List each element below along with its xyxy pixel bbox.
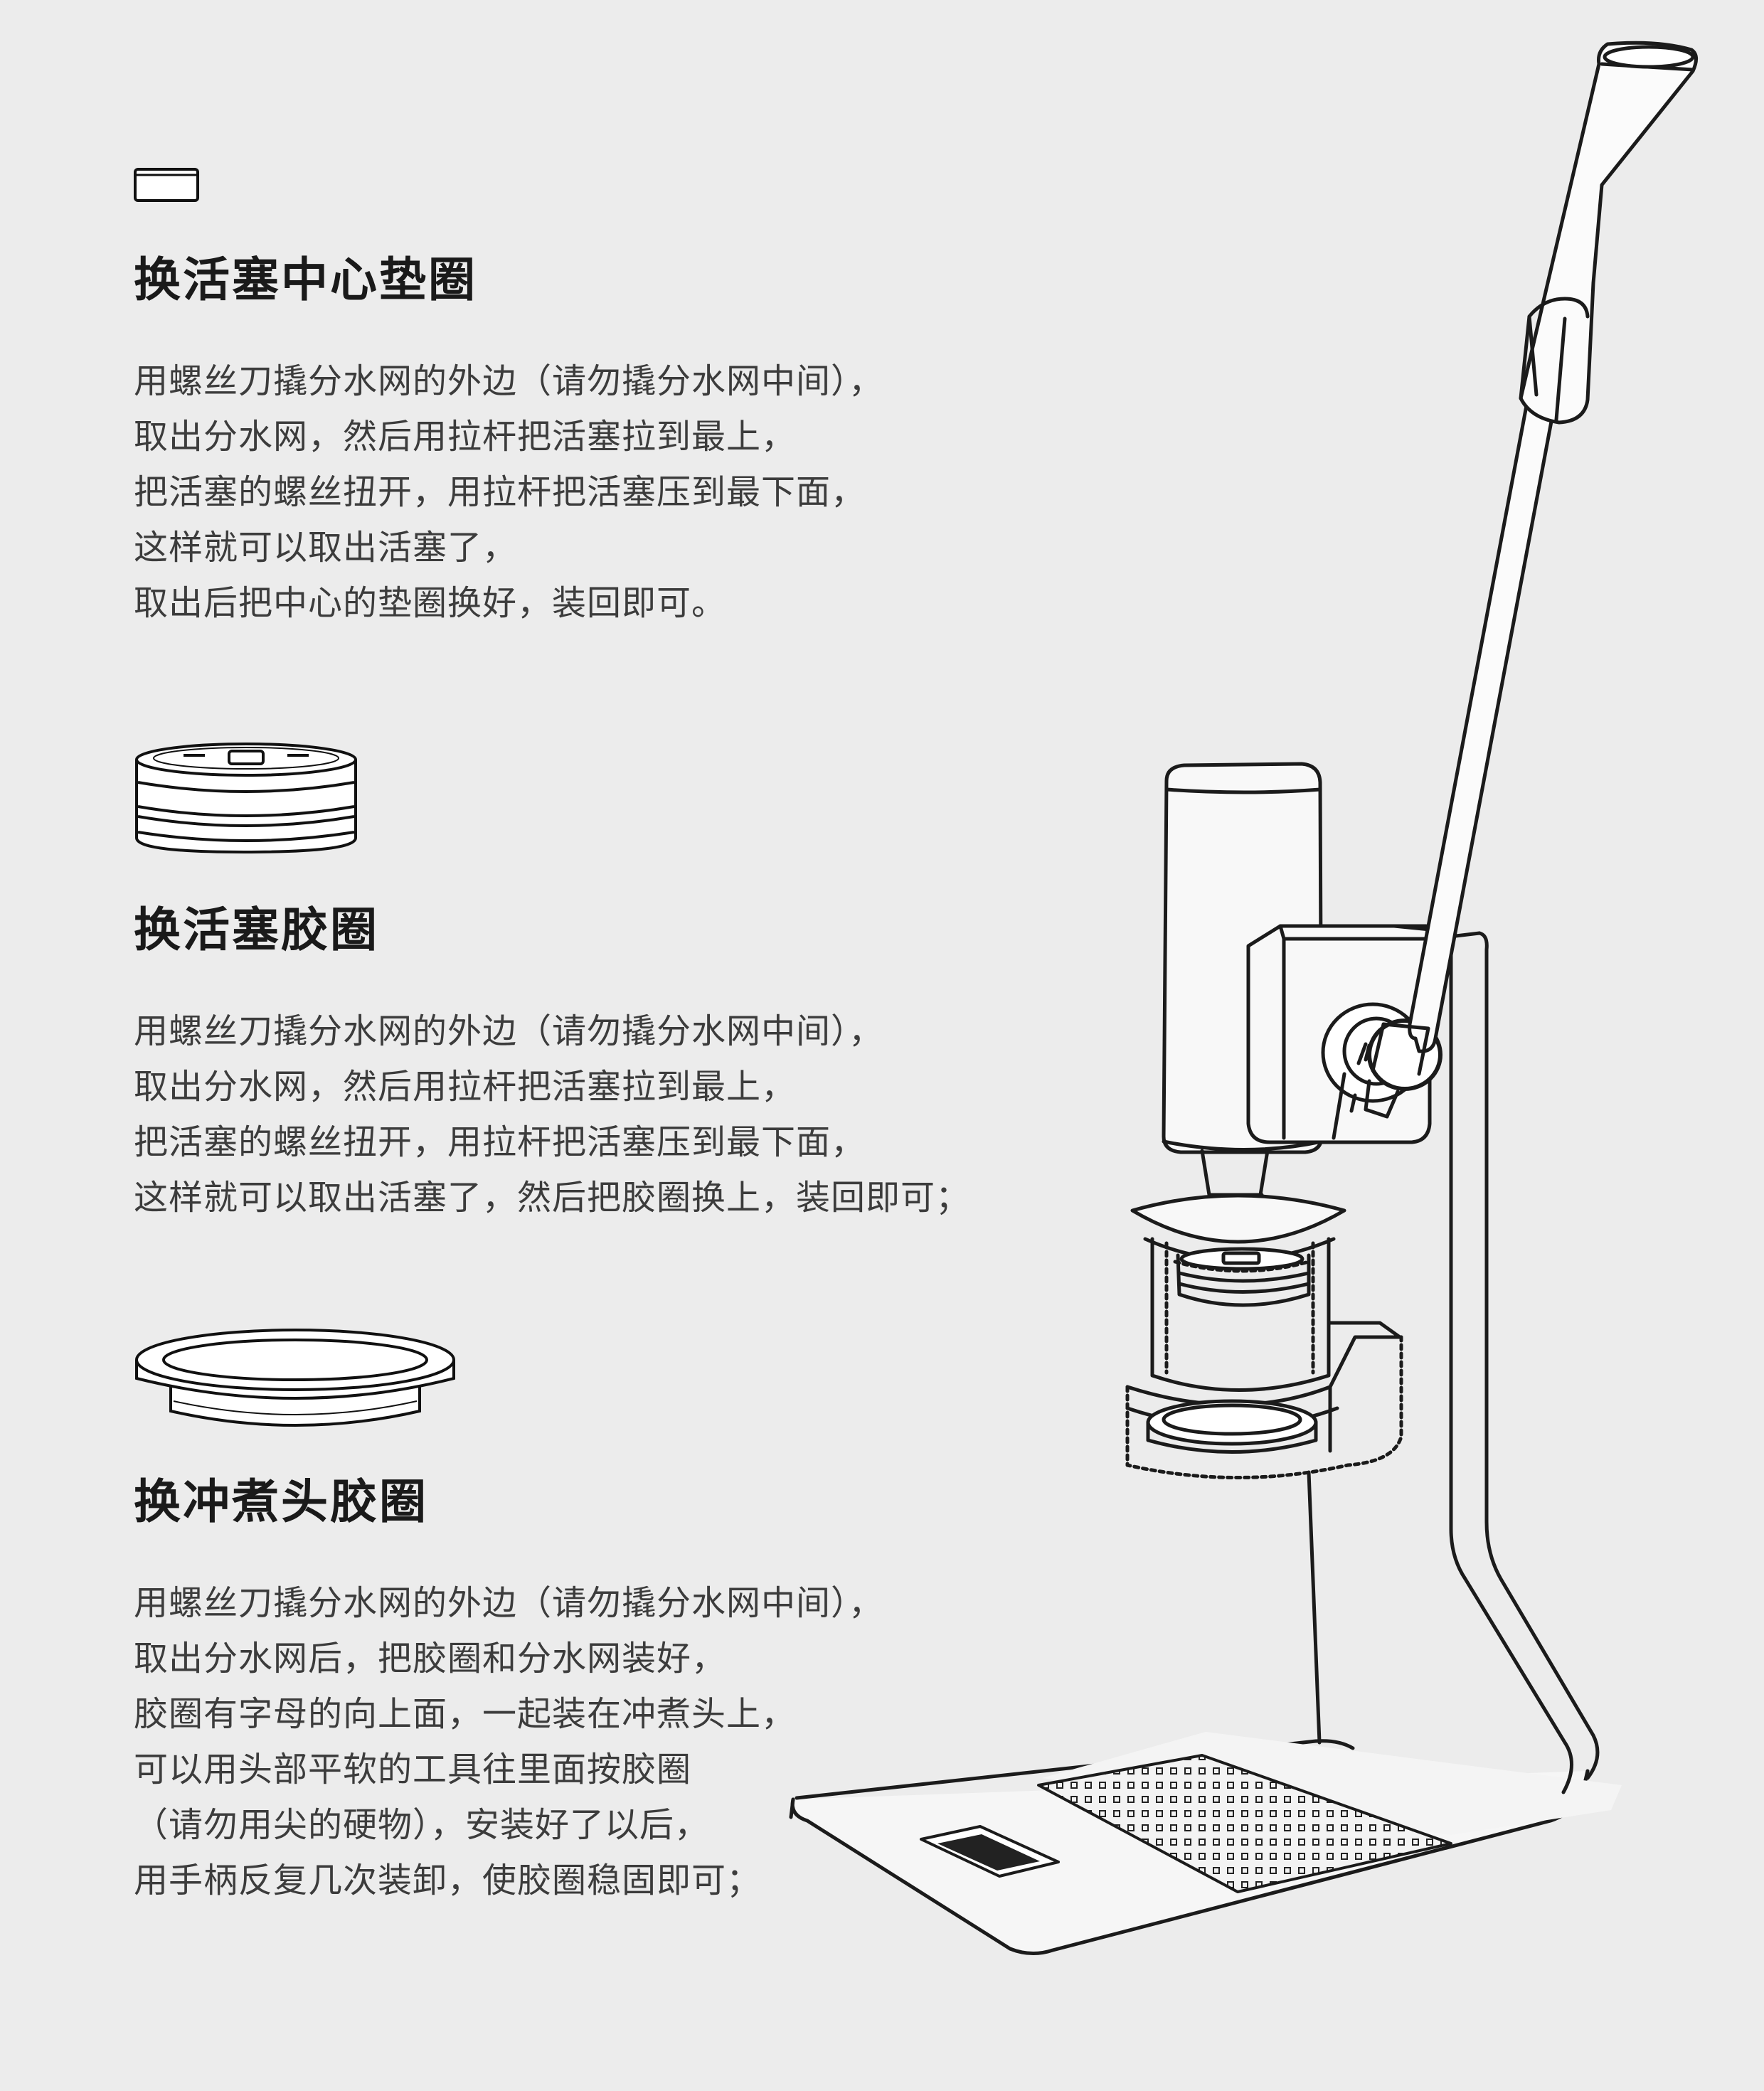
body-line: 取出后把中心的垫圈换好，装回即可。 [134,583,727,624]
brand-plate [920,1825,1060,1878]
section-body: 用螺丝刀撬分水网的外边（请勿撬分水网中间）， 取出分水网，然后用拉杆把活塞拉到最… [134,353,883,631]
body-line: 用螺丝刀撬分水网的外边（请勿撬分水网中间）， [134,361,884,402]
section-center-gasket: 换活塞中心垫圈 用螺丝刀撬分水网的外边（请勿撬分水网中间）， 取出分水网，然后用… [134,165,883,631]
section-title: 换活塞中心垫圈 [134,252,477,307]
body-line: 这样就可以取出活塞了， [134,528,518,568]
body-line: 把活塞的螺丝扭开，用拉杆把活塞压到最下面， [134,1122,866,1163]
seal-ring-icon [135,1329,455,1427]
body-line: 取出分水网，然后用拉杆把活塞拉到最上， [134,1067,797,1107]
body-line: （请勿用尖的硬物），安装好了以后， [134,1805,710,1846]
group-head [1130,1149,1346,1262]
body-line: 用螺丝刀撬分水网的外边（请勿撬分水网中间）， [134,1011,884,1052]
body-line: 把活塞的螺丝扭开，用拉杆把活塞压到最下面， [134,472,866,513]
body-line: 取出分水网后，把胶圈和分水网装好， [134,1639,727,1679]
section-body: 用螺丝刀撬分水网的外边（请勿撬分水网中间）， 取出分水网，然后用拉杆把活塞拉到最… [134,1004,970,1225]
section-title: 换冲煮头胶圈 [134,1474,428,1529]
section-body: 用螺丝刀撬分水网的外边（请勿撬分水网中间）， 取出分水网后，把胶圈和分水网装好，… [134,1575,883,1908]
section-brewhead-ring: 换冲煮头胶圈 用螺丝刀撬分水网的外边（请勿撬分水网中间）， 取出分水网后，把胶圈… [134,1327,883,1908]
gasket-icon [134,168,199,202]
body-line: 这样就可以取出活塞了，然后把胶圈换上，装回即可； [134,1178,971,1218]
body-line: 胶圈有字母的向上面，一起装在冲煮头上， [134,1694,797,1735]
body-line: 用螺丝刀撬分水网的外边（请勿撬分水网中间）， [134,1583,884,1624]
body-line: 用手柄反复几次装卸，使胶圈稳固即可； [134,1861,762,1901]
section-title: 换活塞胶圈 [134,903,379,957]
piston-icon [135,743,357,854]
cup-chamber [1150,1237,1331,1392]
lever-handle [1519,41,1698,425]
section-piston-ring: 换活塞胶圈 用螺丝刀撬分水网的外边（请勿撬分水网中间）， 取出分水网，然后用拉杆… [134,738,970,1225]
pivot-bracket [1246,924,1453,1144]
base-plate [789,1732,1622,1955]
drip-tray [1125,1321,1403,1479]
body-line: 可以用头部平软的工具往里面按胶圈 [134,1750,692,1790]
body-line: 取出分水网，然后用拉杆把活塞拉到最上， [134,417,797,457]
